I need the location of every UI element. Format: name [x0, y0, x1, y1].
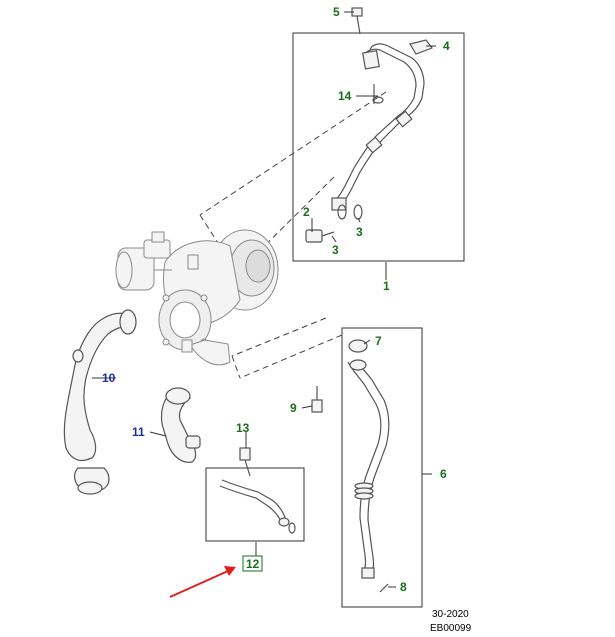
oil-feed-pipe — [305, 7, 433, 243]
coolant-hose — [63, 309, 137, 495]
highlight-arrow — [169, 566, 236, 598]
drawing-id: EB00099 — [430, 623, 472, 634]
callout-2: 2 — [303, 205, 310, 219]
oil-return-pipe — [311, 339, 390, 593]
callout-3a: 3 — [332, 243, 339, 257]
assembly-box-6 — [341, 327, 423, 608]
intake-hose — [160, 387, 201, 463]
callout-1: 1 — [383, 279, 390, 293]
breather-pipe — [219, 447, 296, 534]
callout-14: 14 — [338, 89, 352, 103]
turbocharger-illustration — [115, 229, 279, 366]
callout-3b: 3 — [356, 225, 363, 239]
callout-10: 10 — [102, 371, 116, 385]
callout-9: 9 — [290, 401, 297, 415]
section-number: 30-2020 — [432, 609, 469, 620]
leader-lines — [92, 11, 436, 588]
callout-6: 6 — [440, 467, 447, 481]
callout-7: 7 — [375, 334, 382, 348]
callouts: 1 2 3 3 4 5 6 7 8 9 10 11 12 13 14 — [102, 5, 450, 594]
callout-5: 5 — [333, 5, 340, 19]
callout-4: 4 — [443, 39, 450, 53]
assembly-box-12 — [205, 467, 305, 542]
assembly-box-1 — [292, 32, 465, 262]
callout-13: 13 — [236, 421, 250, 435]
callout-12-box — [242, 555, 263, 572]
callout-12: 12 — [246, 557, 260, 571]
callout-8: 8 — [400, 580, 407, 594]
callout-11: 11 — [132, 425, 145, 439]
